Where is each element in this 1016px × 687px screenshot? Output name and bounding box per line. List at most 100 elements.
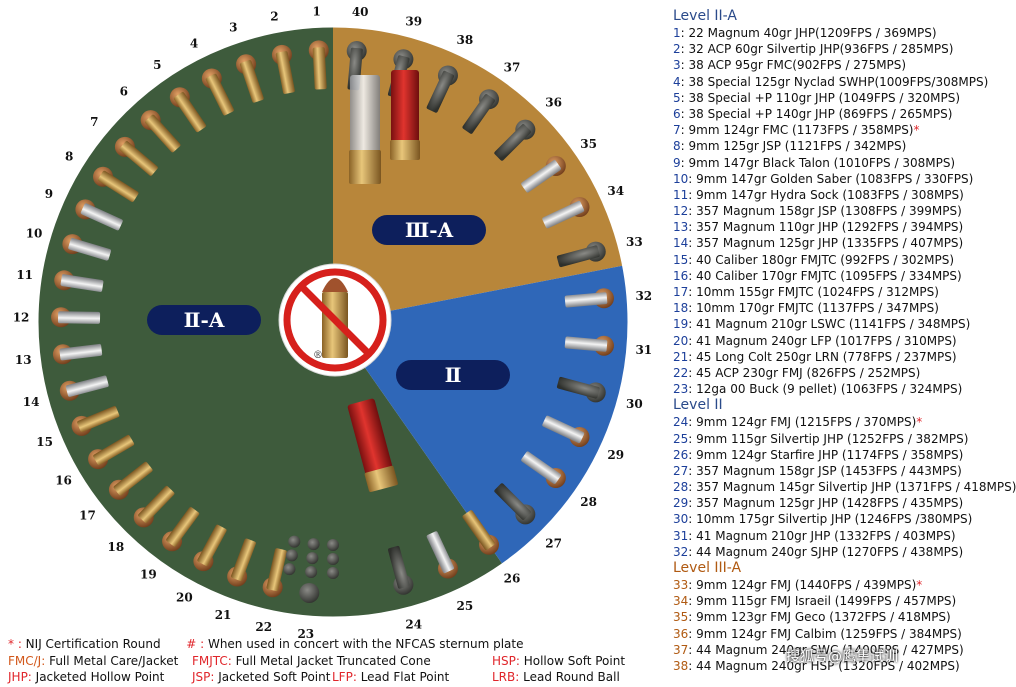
legend-item-number: 32 <box>673 544 689 559</box>
level-2a-banner: Ⅱ-A <box>147 305 261 335</box>
specimen-number: 16 <box>55 473 72 487</box>
legend-item-number: 4 <box>673 74 681 89</box>
legend-item-text: 22 Magnum 40gr JHP(1209FPS / 369MPS) <box>684 26 937 40</box>
specimen-number: 13 <box>15 353 32 367</box>
footnote-key: LRB: <box>492 670 524 684</box>
ammo-specimen <box>71 406 120 436</box>
legend-item-number: 22 <box>673 365 689 380</box>
legend-item: 15: 40 Caliber 180gr FMJTC (992FPS / 302… <box>673 252 955 267</box>
ammo-specimen <box>262 548 287 598</box>
specimen-number: 9 <box>45 187 53 201</box>
shotgun-shell-red <box>390 70 420 160</box>
legend-item-number: 8 <box>673 139 681 154</box>
ammo-specimen <box>51 307 101 328</box>
legend-item-text: 41 Magnum 210gr JHP (1332FPS / 403MPS) <box>692 528 956 543</box>
legend-item: 13: 357 Magnum 110gr JHP (1292FPS / 394M… <box>673 220 964 235</box>
ammo-specimen <box>564 288 614 309</box>
certification-star: * <box>916 578 923 592</box>
legend-item-text: 45 ACP 230gr FMJ (826FPS / 252MPS) <box>692 365 921 380</box>
ammo-specimen <box>494 483 536 525</box>
legend-item: 1: 22 Magnum 40gr JHP(1209FPS / 369MPS) <box>673 26 937 40</box>
legend-item-text: 9mm 147gr Hydra Sock (1083FPS / 308MPS) <box>692 187 964 202</box>
level-2-list: 24: 9mm 124gr FMJ (1215FPS / 370MPS)*25:… <box>673 414 1016 560</box>
legend-item-number: 6 <box>673 106 681 121</box>
ammo-specimen <box>462 89 500 134</box>
legend-item-text: 357 Magnum 125gr JHP (1335FPS / 407MPS) <box>692 236 964 251</box>
legend-item: 7: 9mm 124gr FMC (1173FPS / 358MPS)* <box>673 123 920 138</box>
specimen-number: 32 <box>635 289 652 303</box>
legend-item-text: 10mm 175gr Silvertip JHP (1246FPS /380MP… <box>692 512 973 527</box>
legend-item-text: 40 Caliber 180gr FMJTC (992FPS / 302MPS) <box>692 252 955 267</box>
legend-item-text: 38 Special +P 140gr JHP (869FPS / 265MPS… <box>684 106 953 121</box>
legend-item-text: 357 Magnum 158gr JSP (1308FPS / 399MPS) <box>692 204 962 219</box>
level-2a-title: Level II-A <box>673 8 737 24</box>
footnote-text: Jacketed Hollow Point <box>35 670 165 684</box>
legend-item-number: 26 <box>673 447 689 462</box>
footnote-key: FMC/J: <box>8 654 50 668</box>
level-2a-label: Ⅱ-A <box>184 308 225 332</box>
footnote-text: Full Metal Jacket Truncated Cone <box>235 654 431 668</box>
specimen-number: 17 <box>79 508 96 522</box>
specimen-number: 1 <box>312 4 320 18</box>
legend-item: 16: 40 Caliber 170gr FMJTC (1095FPS / 33… <box>673 268 962 283</box>
legend-item-text: 9mm 115gr FMJ Israeil (1499FPS / 457MPS) <box>692 594 957 609</box>
specimen-number: 18 <box>108 540 125 554</box>
legend-item-number: 36 <box>673 626 689 641</box>
legend-item: 20: 41 Magnum 240gr LFP (1017FPS / 310MP… <box>673 333 957 348</box>
legend-item: 31: 41 Magnum 210gr JHP (1332FPS / 403MP… <box>673 528 956 543</box>
legend-item-number: 18 <box>673 301 689 316</box>
specimen-number: 28 <box>580 495 597 509</box>
ammo-specimen <box>283 535 339 603</box>
legend-item-number: 5 <box>673 90 681 105</box>
legend-item-number: 27 <box>673 463 689 478</box>
footnote-text: Jacketed Soft Point <box>218 670 331 684</box>
specimen-number: 30 <box>626 397 643 411</box>
legend-item-number: 33 <box>673 578 689 592</box>
specimen-number: 15 <box>36 435 53 449</box>
specimen-number: 37 <box>504 60 521 74</box>
legend-item: 23: 12ga 00 Buck (9 pellet) (1063FPS / 3… <box>673 382 963 397</box>
legend-item: 6: 38 Special +P 140gr JHP (869FPS / 265… <box>673 106 953 121</box>
legend-item: 30: 10mm 175gr Silvertip JHP (1246FPS /3… <box>673 512 973 527</box>
legend-item-text: 9mm 123gr FMJ Geco (1372FPS / 418MPS) <box>692 610 951 625</box>
legend-item: 19: 41 Magnum 210gr LSWC (1141FPS / 348M… <box>673 317 971 332</box>
registered-mark: ® <box>313 350 323 361</box>
legend-item: 36: 9mm 124gr FMJ Calbim (1259FPS / 384M… <box>673 626 962 641</box>
specimen-number: 25 <box>457 599 474 613</box>
legend-item-number: 9 <box>673 155 681 170</box>
legend-item-text: 12ga 00 Buck (9 pellet) (1063FPS / 324MP… <box>692 382 963 397</box>
ammo-specimen <box>556 241 606 268</box>
legend-item-number: 14 <box>673 236 689 251</box>
legend-item: 12: 357 Magnum 158gr JSP (1308FPS / 399M… <box>673 204 962 219</box>
footnote-key: JHP: <box>8 670 36 684</box>
ammo-specimen <box>201 68 234 116</box>
legend-item-number: 21 <box>673 349 689 364</box>
legend-item-number: 29 <box>673 496 689 511</box>
ammo-specimen <box>108 461 153 500</box>
ammo-specimen <box>542 415 590 447</box>
legend-item: 17: 10mm 155gr FMJTC (1024FPS / 312MPS) <box>673 285 939 299</box>
level-2-title: Level II <box>673 397 723 414</box>
legend-item-text: 9mm 147gr Black Talon (1010FPS / 308MPS) <box>684 155 956 170</box>
level-3a-title: Level III-A <box>673 560 742 576</box>
specimen-number: 21 <box>215 608 232 622</box>
footnote-key: # : <box>186 637 208 651</box>
legend-item: 34: 9mm 115gr FMJ Israeil (1499FPS / 457… <box>673 594 957 609</box>
footnote-text: When used in concert with the NFCAS ster… <box>207 637 524 651</box>
footnote-text: Lead Flat Point <box>360 670 450 684</box>
specimen-number: 6 <box>120 84 128 98</box>
legend-item-number: 2 <box>673 42 681 57</box>
legend-item: 32: 44 Magnum 240gr SJHP (1270FPS / 438M… <box>673 544 964 559</box>
ammo-specimen <box>494 119 536 161</box>
legend-item-number: 15 <box>673 252 689 267</box>
specimen-number: 27 <box>545 537 562 551</box>
ammo-specimen <box>88 435 135 470</box>
legend-item-number: 23 <box>673 382 689 397</box>
specimen-number: 8 <box>65 149 73 163</box>
legend-item-text: 9mm 124gr FMJ (1215FPS / 370MPS) <box>692 415 917 430</box>
legend-item: 27: 357 Magnum 158gr JSP (1453FPS / 443M… <box>673 463 962 478</box>
legend-item-number: 11 <box>673 187 689 202</box>
ammo-specimen <box>521 451 566 489</box>
